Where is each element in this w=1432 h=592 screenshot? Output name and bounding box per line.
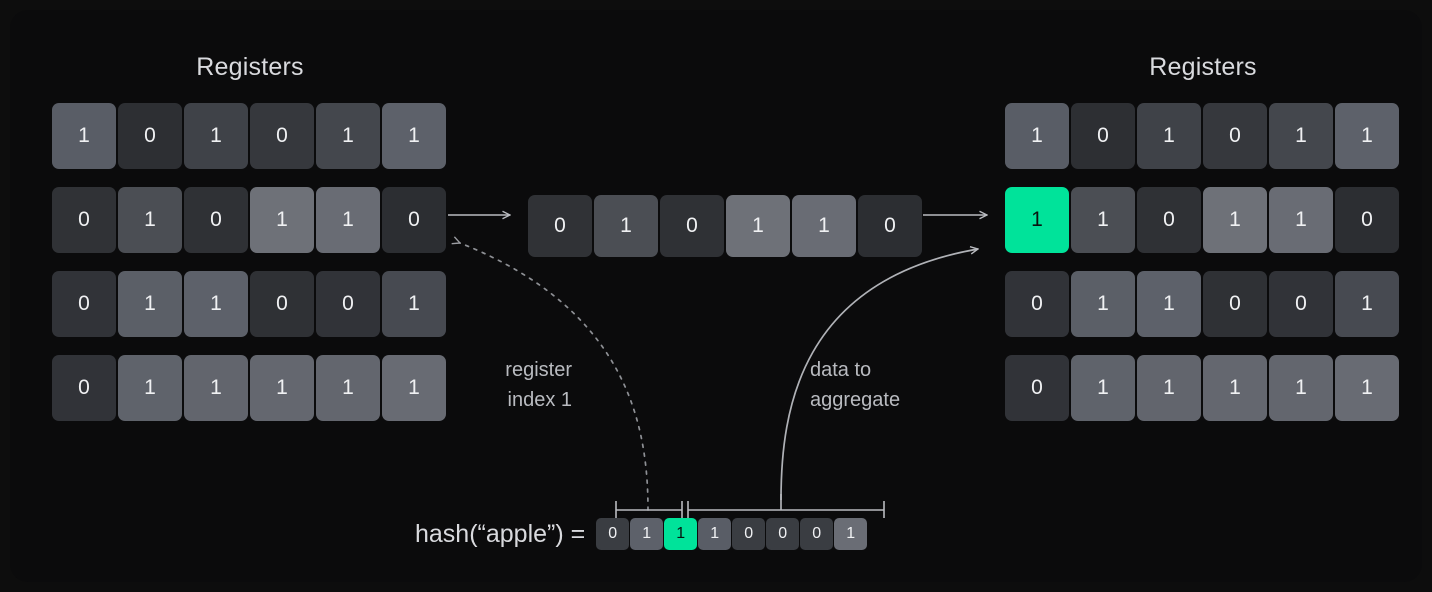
register-cell[interactable]: 1 xyxy=(184,355,248,421)
register-cell[interactable]: 0 xyxy=(52,271,116,337)
register-cell[interactable]: 0 xyxy=(1071,103,1135,169)
register-cell[interactable]: 0 xyxy=(1269,271,1333,337)
register-cell[interactable]: 1 xyxy=(118,355,182,421)
hash-bit[interactable]: 0 xyxy=(596,518,630,550)
selected-register-cell[interactable]: 1 xyxy=(792,195,856,257)
register-cell[interactable]: 0 xyxy=(1005,271,1069,337)
register-cell[interactable]: 1 xyxy=(1137,271,1201,337)
register-cell[interactable]: 1 xyxy=(382,103,446,169)
register-cell[interactable]: 0 xyxy=(52,355,116,421)
hash-bit[interactable]: 1 xyxy=(630,518,664,550)
register-cell[interactable]: 1 xyxy=(1203,187,1267,253)
register-cell[interactable]: 1 xyxy=(1203,355,1267,421)
hash-label: hash(“apple”) = xyxy=(415,519,586,548)
register-cell[interactable]: 1 xyxy=(1071,187,1135,253)
register-cell[interactable]: 0 xyxy=(1203,103,1267,169)
register-index-label: register index 1 xyxy=(505,359,572,411)
register-cell[interactable]: 0 xyxy=(1005,355,1069,421)
register-cell[interactable]: 1 xyxy=(1269,187,1333,253)
hash-bit-highlighted[interactable]: 1 xyxy=(664,518,698,550)
register-cell-highlighted[interactable]: 1 xyxy=(1005,187,1069,253)
right-registers-title: Registers xyxy=(1149,53,1257,81)
register-cell[interactable]: 1 xyxy=(1269,103,1333,169)
left-registers-title: Registers xyxy=(196,53,304,81)
hash-bit[interactable]: 0 xyxy=(732,518,766,550)
register-cell[interactable]: 0 xyxy=(250,103,314,169)
register-cell[interactable]: 0 xyxy=(52,187,116,253)
hash-bit[interactable]: 1 xyxy=(698,518,732,550)
register-cell[interactable]: 0 xyxy=(1203,271,1267,337)
register-cell[interactable]: 0 xyxy=(184,187,248,253)
register-cell[interactable]: 0 xyxy=(1335,187,1399,253)
register-cell[interactable]: 0 xyxy=(118,103,182,169)
selected-register-cell[interactable]: 0 xyxy=(528,195,592,257)
register-cell[interactable]: 1 xyxy=(250,355,314,421)
register-cell[interactable]: 1 xyxy=(382,355,446,421)
register-cell[interactable]: 1 xyxy=(316,187,380,253)
register-cell[interactable]: 1 xyxy=(184,271,248,337)
hash-bit[interactable]: 1 xyxy=(834,518,868,550)
register-cell[interactable]: 1 xyxy=(1137,355,1201,421)
register-cell[interactable]: 1 xyxy=(184,103,248,169)
register-cell[interactable]: 0 xyxy=(1137,187,1201,253)
register-cell[interactable]: 1 xyxy=(1005,103,1069,169)
register-cell[interactable]: 0 xyxy=(250,271,314,337)
register-cell[interactable]: 1 xyxy=(316,355,380,421)
register-cell[interactable]: 1 xyxy=(1335,271,1399,337)
register-cell[interactable]: 1 xyxy=(1269,355,1333,421)
register-cell[interactable]: 1 xyxy=(1335,103,1399,169)
register-cell[interactable]: 1 xyxy=(316,103,380,169)
register-cell[interactable]: 1 xyxy=(1071,271,1135,337)
register-cell[interactable]: 1 xyxy=(1335,355,1399,421)
register-cell[interactable]: 1 xyxy=(250,187,314,253)
selected-register-cell[interactable]: 1 xyxy=(594,195,658,257)
data-to-aggregate-label: data to aggregate xyxy=(810,359,901,411)
selected-register-cell[interactable]: 0 xyxy=(858,195,922,257)
register-cell[interactable]: 1 xyxy=(118,271,182,337)
hash-bit[interactable]: 0 xyxy=(800,518,834,550)
register-cell[interactable]: 1 xyxy=(52,103,116,169)
hash-bit-brackets xyxy=(615,494,885,518)
selected-register-cell[interactable]: 1 xyxy=(726,195,790,257)
register-cell[interactable]: 1 xyxy=(118,187,182,253)
register-cell[interactable]: 0 xyxy=(382,187,446,253)
hash-bit[interactable]: 0 xyxy=(766,518,800,550)
selected-register-cell[interactable]: 0 xyxy=(660,195,724,257)
register-cell[interactable]: 1 xyxy=(1071,355,1135,421)
register-cell[interactable]: 0 xyxy=(316,271,380,337)
register-cell[interactable]: 1 xyxy=(1137,103,1201,169)
register-cell[interactable]: 1 xyxy=(382,271,446,337)
